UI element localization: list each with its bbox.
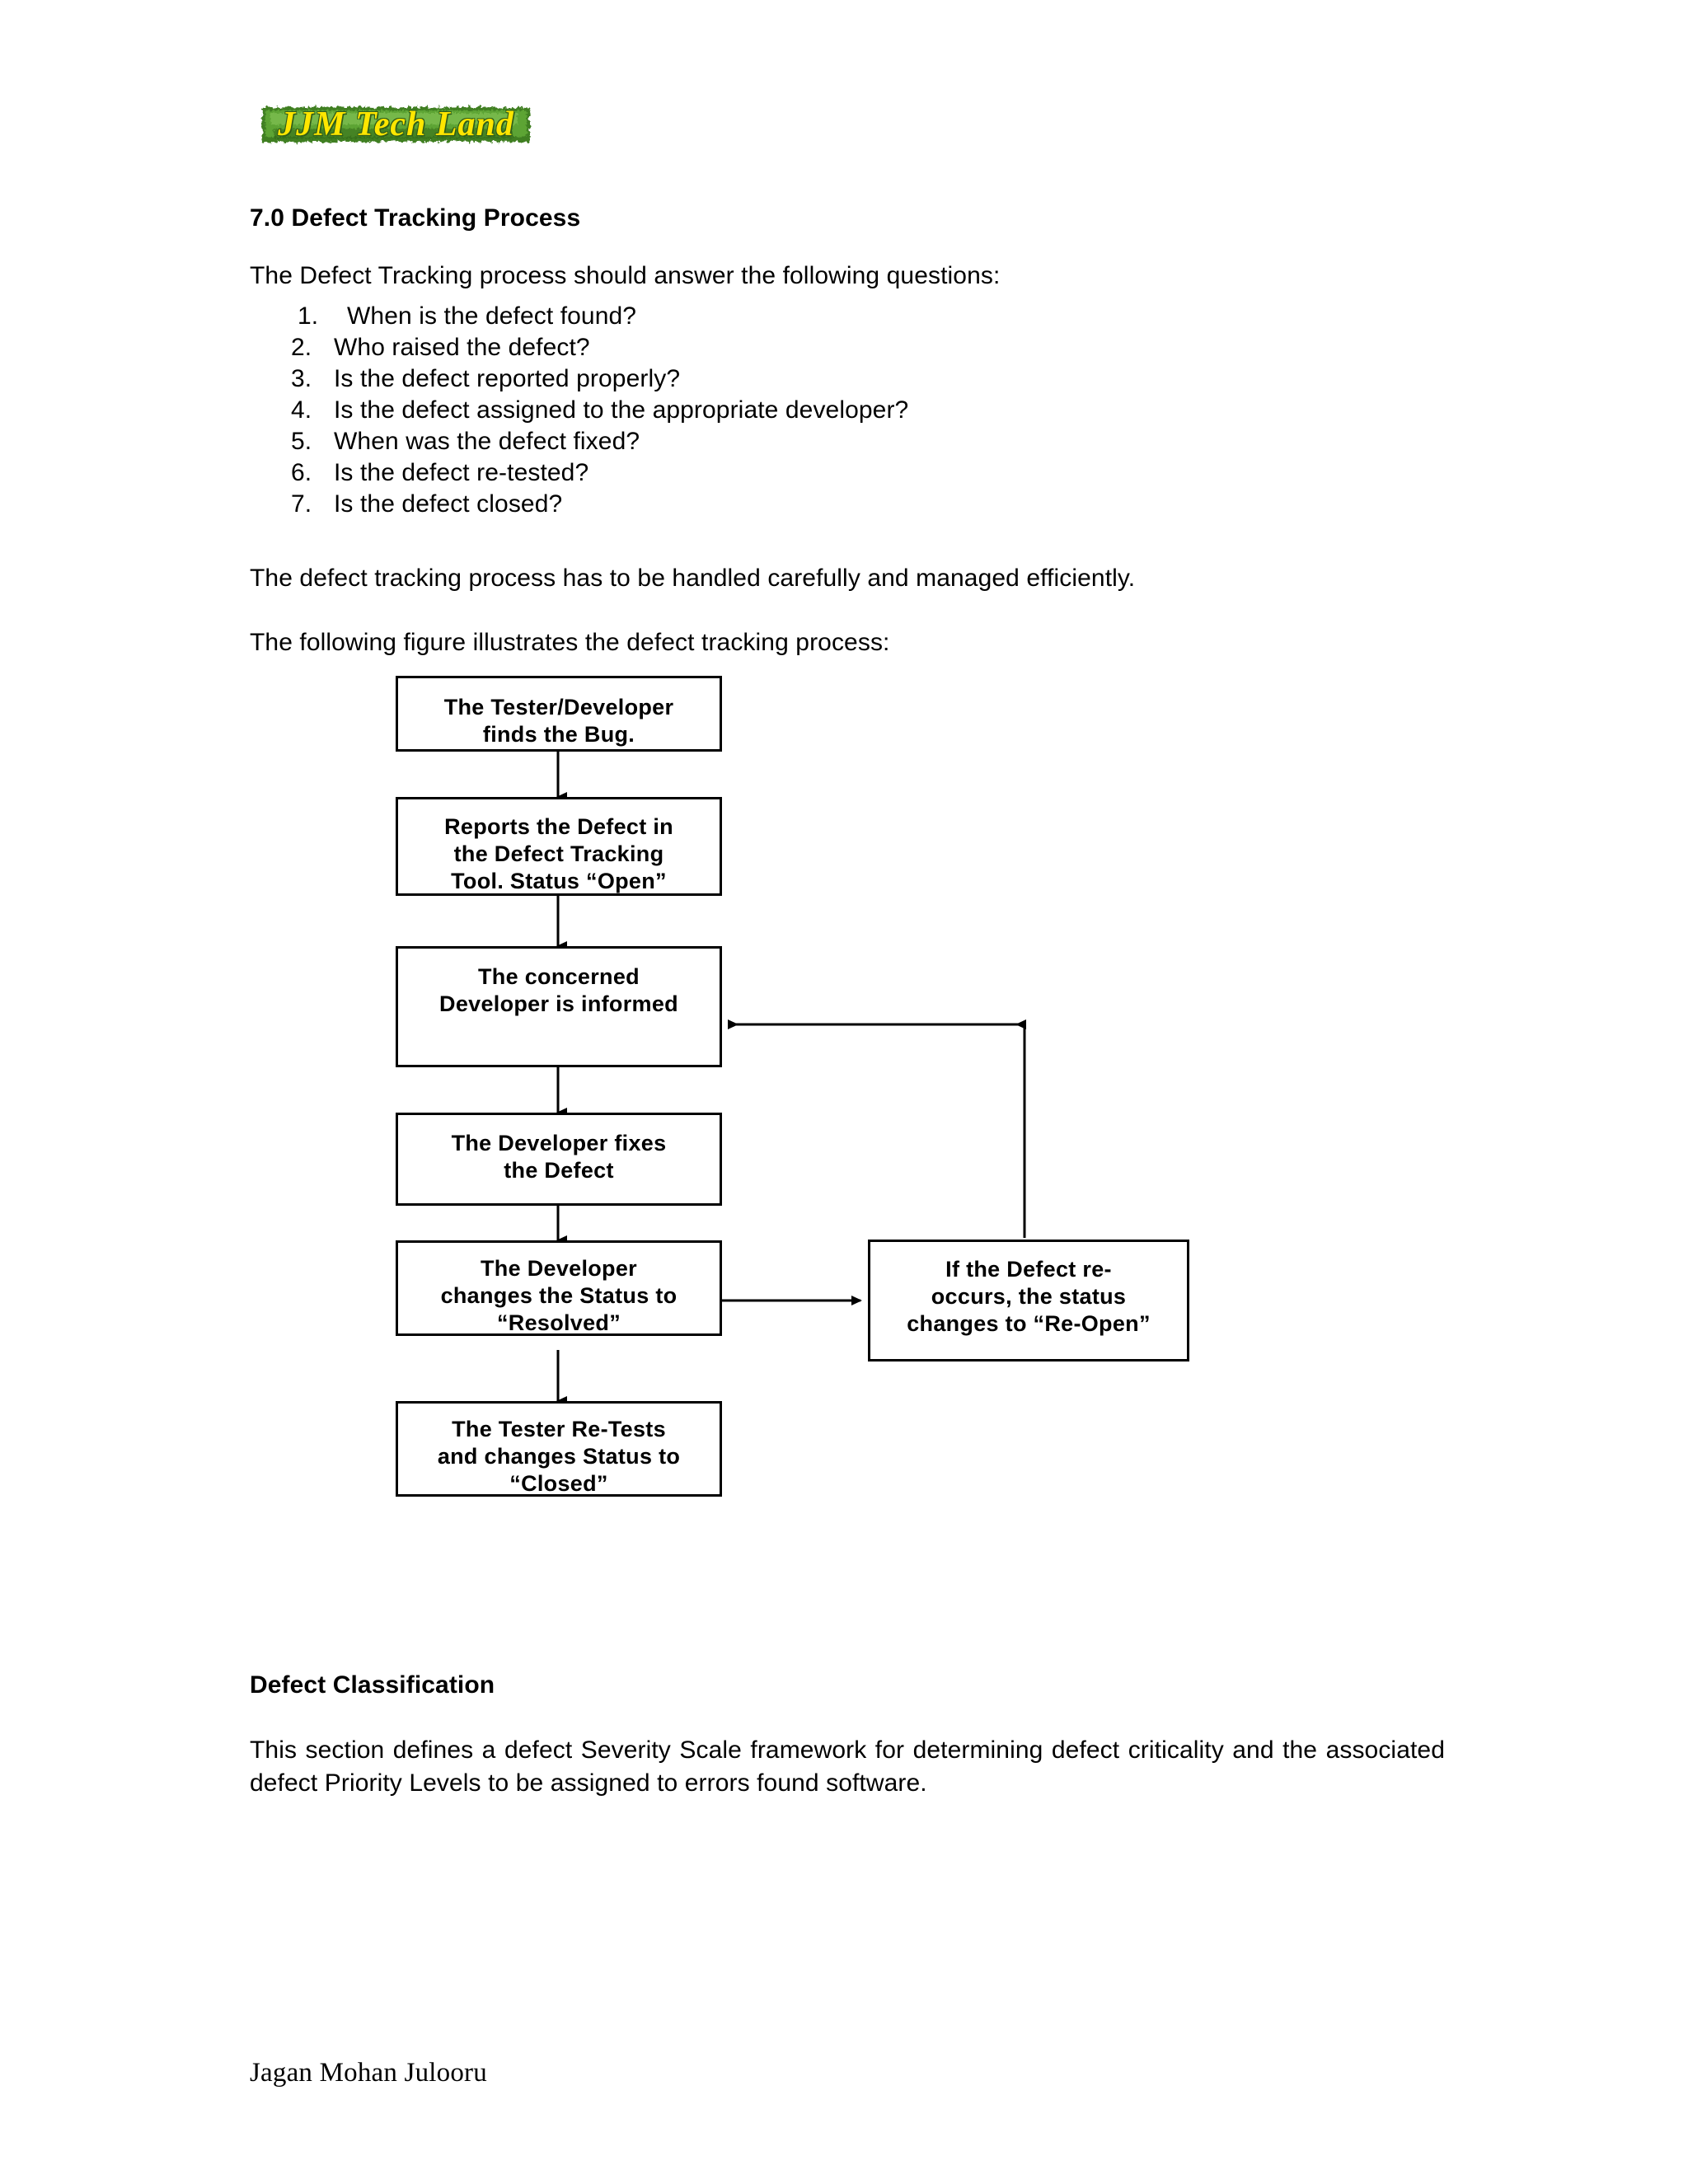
list-item-number: 6. bbox=[291, 459, 312, 486]
list-item-number: 3. bbox=[291, 365, 312, 392]
flow-box-defect-reoccurs: If the Defect re- occurs, the status cha… bbox=[868, 1240, 1189, 1361]
flow-box-text: The Developer changes the Status to “Res… bbox=[440, 1256, 678, 1335]
list-item-number: 7. bbox=[291, 490, 312, 518]
handled-paragraph: The defect tracking process has to be ha… bbox=[250, 565, 1136, 592]
classification-heading: Defect Classification bbox=[250, 1671, 495, 1699]
list-item-number: 4. bbox=[291, 396, 312, 424]
flow-box-status-resolved: The Developer changes the Status to “Res… bbox=[396, 1240, 722, 1336]
list-item: 5. When was the defect fixed? bbox=[250, 426, 908, 457]
list-item: 6. Is the defect re-tested? bbox=[250, 457, 908, 489]
footer-author: Jagan Mohan Julooru bbox=[250, 2058, 487, 2088]
flow-box-text: If the Defect re- occurs, the status cha… bbox=[907, 1257, 1151, 1336]
logo-foliage-background bbox=[262, 107, 530, 142]
jjm-tech-land-logo: JJM Tech Land bbox=[254, 99, 538, 150]
list-item-text: When is the defect found? bbox=[347, 302, 637, 330]
list-item: 2. Who raised the defect? bbox=[250, 332, 908, 363]
list-item-text: Is the defect closed? bbox=[334, 490, 563, 518]
list-item-number: 1. bbox=[298, 302, 319, 330]
list-item-number: 5. bbox=[291, 428, 312, 455]
flow-box-finds-bug: The Tester/Developer finds the Bug. bbox=[396, 676, 722, 752]
intro-paragraph: The Defect Tracking process should answe… bbox=[250, 262, 1001, 289]
list-item-text: Who raised the defect? bbox=[334, 334, 590, 361]
logo-text: JJM Tech Land bbox=[278, 105, 514, 143]
flow-box-text: Reports the Defect in the Defect Trackin… bbox=[444, 814, 673, 893]
list-item-text: Is the defect re-tested? bbox=[334, 459, 589, 486]
list-item-number: 2. bbox=[291, 334, 312, 361]
flow-box-developer-informed: The concerned Developer is informed bbox=[396, 946, 722, 1067]
flow-box-status-closed: The Tester Re-Tests and changes Status t… bbox=[396, 1401, 722, 1497]
classification-paragraph: This section defines a defect Severity S… bbox=[250, 1736, 1445, 1797]
flow-box-text: The Developer fixes the Defect bbox=[451, 1131, 667, 1183]
list-item: 1. When is the defect found? bbox=[250, 301, 908, 332]
list-item: 3. Is the defect reported properly? bbox=[250, 363, 908, 395]
figure-intro-paragraph: The following figure illustrates the def… bbox=[250, 629, 890, 656]
flow-box-reports-defect: Reports the Defect in the Defect Trackin… bbox=[396, 797, 722, 896]
list-item: 7. Is the defect closed? bbox=[250, 489, 908, 520]
page-title: 7.0 Defect Tracking Process bbox=[250, 204, 581, 232]
flow-box-developer-fixes: The Developer fixes the Defect bbox=[396, 1113, 722, 1206]
flow-box-text: The concerned Developer is informed bbox=[439, 964, 678, 1016]
flow-box-text: The Tester Re-Tests and changes Status t… bbox=[437, 1417, 681, 1496]
list-item-text: Is the defect assigned to the appropriat… bbox=[334, 396, 909, 424]
list-item-text: When was the defect fixed? bbox=[334, 428, 640, 455]
flow-box-text: The Tester/Developer finds the Bug. bbox=[443, 695, 674, 747]
list-item: 4. Is the defect assigned to the appropri… bbox=[250, 395, 908, 426]
list-item-text: Is the defect reported properly? bbox=[334, 365, 681, 392]
questions-list: 1. When is the defect found? 2. Who raised… bbox=[250, 301, 908, 520]
